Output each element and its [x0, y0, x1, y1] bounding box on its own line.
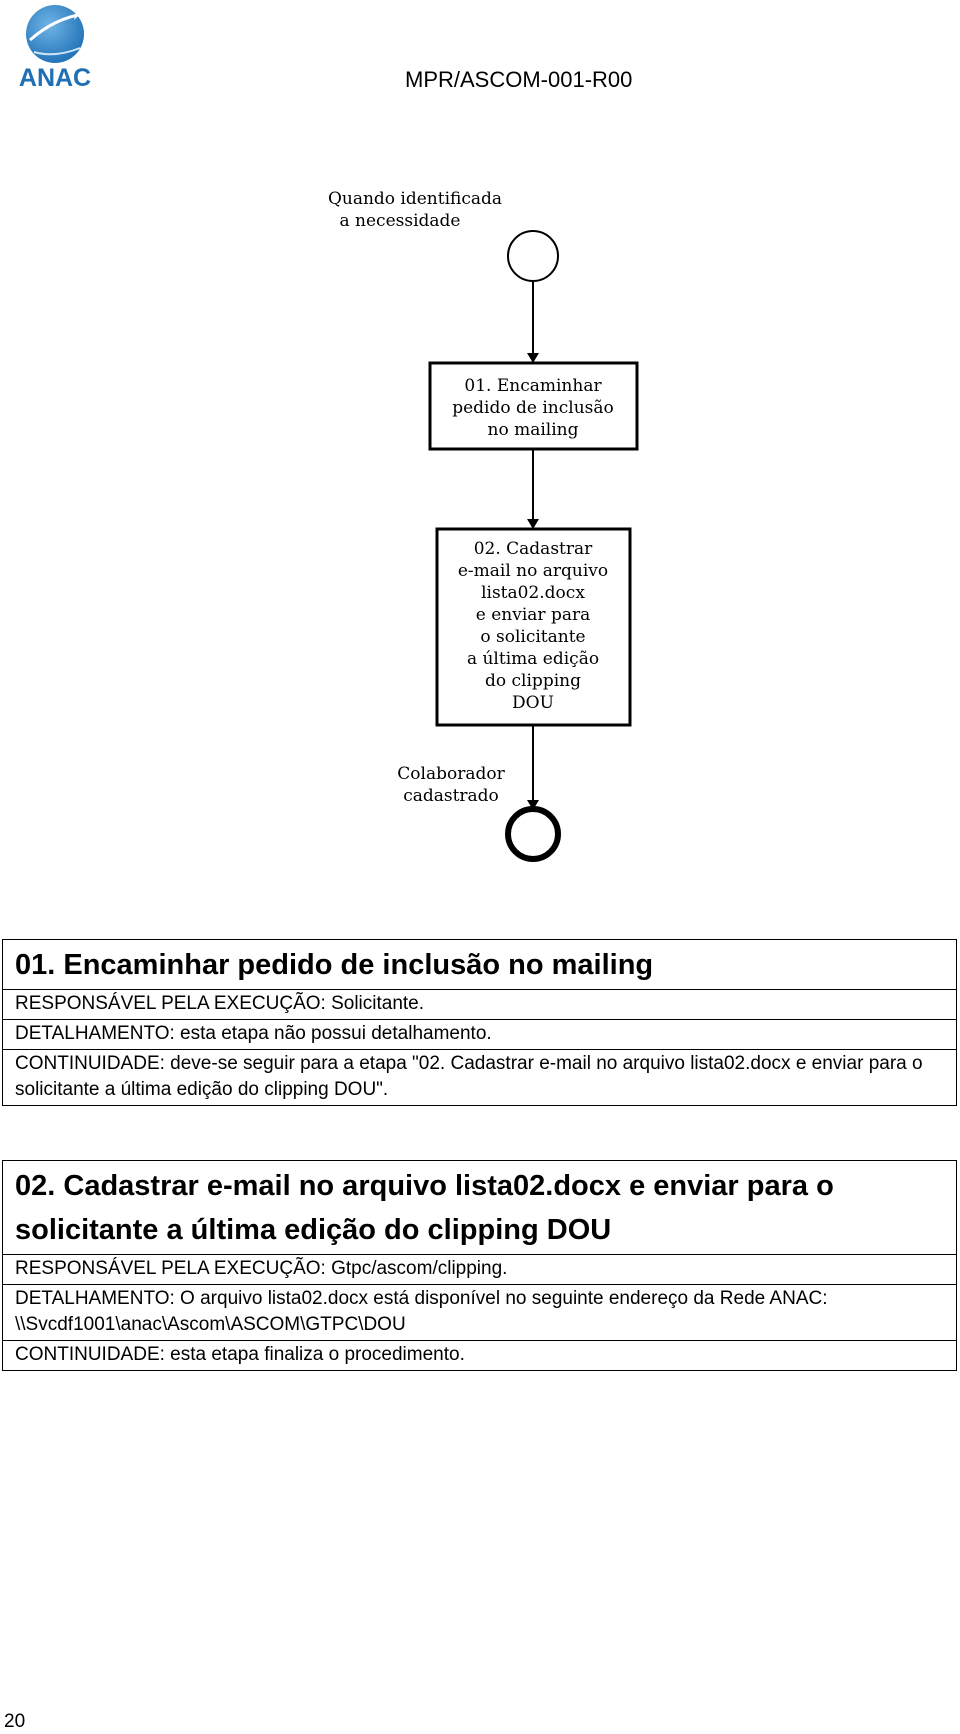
activity-table-01: 01. Encaminhar pedido de inclusão no mai… [2, 939, 957, 1106]
task-step-02-line: a última edição [467, 649, 599, 669]
task-step-02 [435, 527, 632, 727]
activity-responsavel: RESPONSÁVEL PELA EXECUÇÃO: Gtpc/ascom/cl… [2, 1254, 957, 1285]
task-step-02-line: e-mail no arquivo [458, 561, 608, 581]
globe-icon [26, 5, 84, 63]
activity-table-02: 02. Cadastrar e-mail no arquivo lista02.… [2, 1160, 957, 1371]
task-step-02-line: lista02.docx [481, 583, 585, 603]
task-step-01-line: no mailing [488, 420, 579, 440]
task-step-01-line: 01. Encaminhar [464, 376, 602, 396]
page-number: 20 [4, 1711, 26, 1732]
activity-title: 02. Cadastrar e-mail no arquivo lista02.… [2, 1160, 957, 1255]
end-event-label-line1: Colaborador [397, 764, 505, 784]
activity-detalhamento: DETALHAMENTO: O arquivo lista02.docx est… [2, 1284, 957, 1341]
flow-diagram: Quando identificada a necessidade 01. En… [328, 189, 639, 862]
task-step-01-line: pedido de inclusão [452, 398, 614, 418]
task-step-02-line: 02. Cadastrar [474, 539, 593, 559]
task-step-02-line: e enviar para [476, 605, 590, 625]
task-step-02-line: do clipping [485, 671, 581, 691]
start-event [507, 230, 559, 282]
task-step-02-line: DOU [512, 693, 554, 713]
anac-logo: ANAC [19, 4, 92, 92]
logo-text: ANAC [19, 64, 91, 92]
start-event-label-line2: a necessidade [340, 211, 461, 231]
activity-detalhamento: DETALHAMENTO: esta etapa não possui deta… [2, 1019, 957, 1050]
task-step-02-line: o solicitante [480, 627, 585, 647]
start-event-label-line1: Quando identificada [328, 189, 502, 209]
airplane-icon [72, 4, 92, 20]
activity-continuidade: CONTINUIDADE: esta etapa finaliza o proc… [2, 1340, 957, 1371]
activity-continuidade: CONTINUIDADE: deve-se seguir para a etap… [2, 1049, 957, 1106]
task-step-01 [428, 361, 639, 451]
activity-responsavel: RESPONSÁVEL PELA EXECUÇÃO: Solicitante. [2, 989, 957, 1020]
document-code: MPR/ASCOM-001-R00 [405, 67, 633, 92]
activity-title: 01. Encaminhar pedido de inclusão no mai… [2, 939, 957, 990]
end-event [505, 806, 561, 862]
end-event-label-line2: cadastrado [403, 786, 499, 806]
